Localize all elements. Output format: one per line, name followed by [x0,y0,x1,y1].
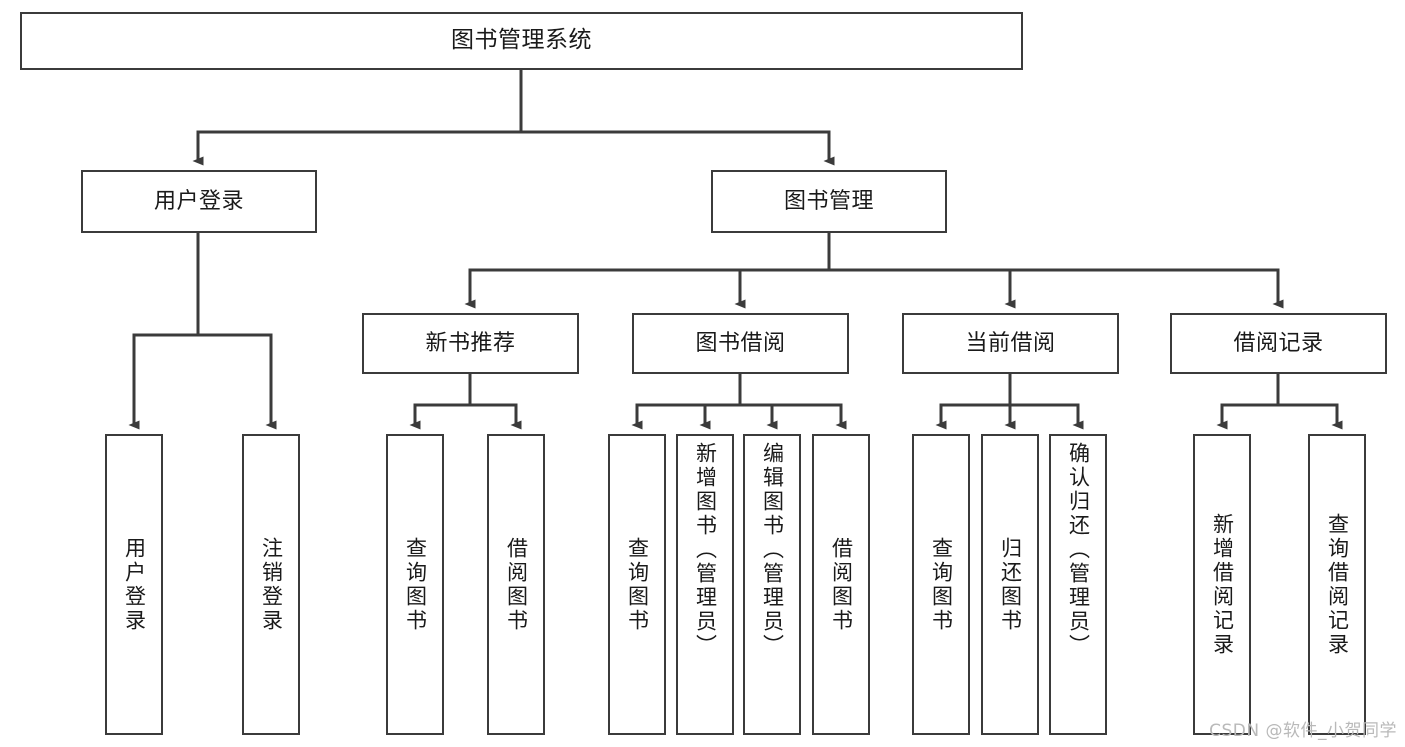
leaf-new-book-borrow[interactable]: 借阅图书 [487,434,545,735]
csdn-watermark: CSDN @软件_小贺同学 [1209,721,1397,741]
node-new-book-recommend[interactable]: 新书推荐 [362,313,579,374]
node-borrow-record[interactable]: 借阅记录 [1170,313,1387,374]
node-root-system[interactable]: 图书管理系统 [20,12,1023,70]
node-current-borrow[interactable]: 当前借阅 [902,313,1119,374]
node-label: 图书管理系统 [451,27,592,54]
node-label: 查询借阅记录 [1325,512,1350,657]
node-label: 用户登录 [153,188,244,214]
node-book-borrow[interactable]: 图书借阅 [632,313,849,374]
leaf-book-borrow-borrow[interactable]: 借阅图书 [812,434,870,735]
node-label: 用户登录 [122,536,147,633]
node-label: 新增借阅记录 [1210,512,1235,657]
node-label: 编辑图书（管理员） [760,442,785,658]
leaf-current-borrow-confirm-admin[interactable]: 确认归还（管理员） [1049,434,1107,735]
node-label: 查询图书 [403,536,428,633]
node-label: 查询图书 [625,536,650,633]
leaf-user-login-logout[interactable]: 注销登录 [242,434,300,735]
node-user-login[interactable]: 用户登录 [81,170,317,233]
leaf-borrow-record-add[interactable]: 新增借阅记录 [1193,434,1251,735]
node-label: 查询图书 [929,536,954,633]
leaf-book-borrow-query[interactable]: 查询图书 [608,434,666,735]
node-label: 注销登录 [259,536,284,633]
node-label: 借阅图书 [829,536,854,633]
leaf-borrow-record-query[interactable]: 查询借阅记录 [1308,434,1366,735]
leaf-current-borrow-return[interactable]: 归还图书 [981,434,1039,735]
node-label: 确认归还（管理员） [1066,442,1091,658]
leaf-user-login-login[interactable]: 用户登录 [105,434,163,735]
node-label: 借阅图书 [504,536,529,633]
node-book-manage[interactable]: 图书管理 [711,170,947,233]
node-label: 图书管理 [783,188,874,214]
node-label: 当前借阅 [965,330,1056,356]
node-label: 归还图书 [998,536,1023,633]
node-label: 新增图书（管理员） [693,442,718,658]
leaf-current-borrow-query[interactable]: 查询图书 [912,434,970,735]
leaf-new-book-query[interactable]: 查询图书 [386,434,444,735]
leaf-book-borrow-add-admin[interactable]: 新增图书（管理员） [676,434,734,735]
leaf-book-borrow-edit-admin[interactable]: 编辑图书（管理员） [743,434,801,735]
node-label: 图书借阅 [695,330,786,356]
node-label: 借阅记录 [1233,330,1324,356]
node-label: 新书推荐 [425,330,516,356]
